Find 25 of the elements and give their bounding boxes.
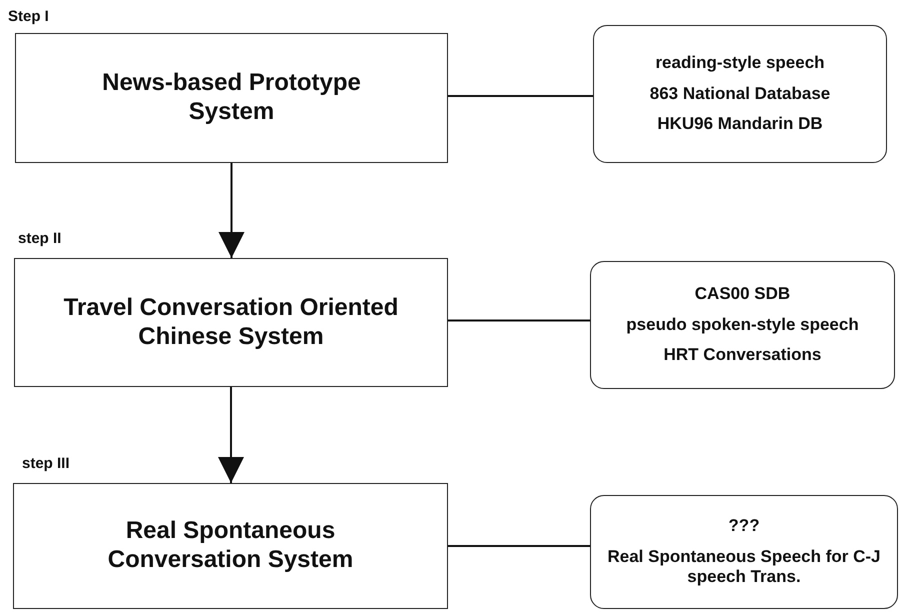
box-title: Travel Conversation Oriented Chinese System [62,294,400,352]
arrow [218,387,244,483]
step-label: Step I [8,8,49,25]
data-label: 863 National Database [650,84,830,104]
arrow [218,163,244,258]
box-title: News-based Prototype System [101,69,362,127]
data-label: ??? [728,516,760,537]
connector-line [448,545,590,547]
step-label: step III [22,455,70,472]
data-label: HKU96 Mandarin DB [657,114,823,135]
data-box [590,261,895,389]
data-box [590,495,898,609]
data-box [593,25,887,163]
connector-line [448,95,593,97]
connector-line [448,320,590,322]
step-label: step II [18,230,62,247]
data-label: Real Spontaneous Speech for C-J speech Trans. [606,546,882,588]
process-box [14,258,448,387]
data-label: pseudo spoken-style speech [626,314,859,336]
data-label: reading-style speech [655,53,825,74]
data-label: CAS00 SDB [694,284,790,305]
process-box [15,33,448,163]
process-box [13,483,448,609]
box-title: Real Spontaneous Conversation System [106,517,354,575]
data-label: HRT Conversations [664,345,822,366]
